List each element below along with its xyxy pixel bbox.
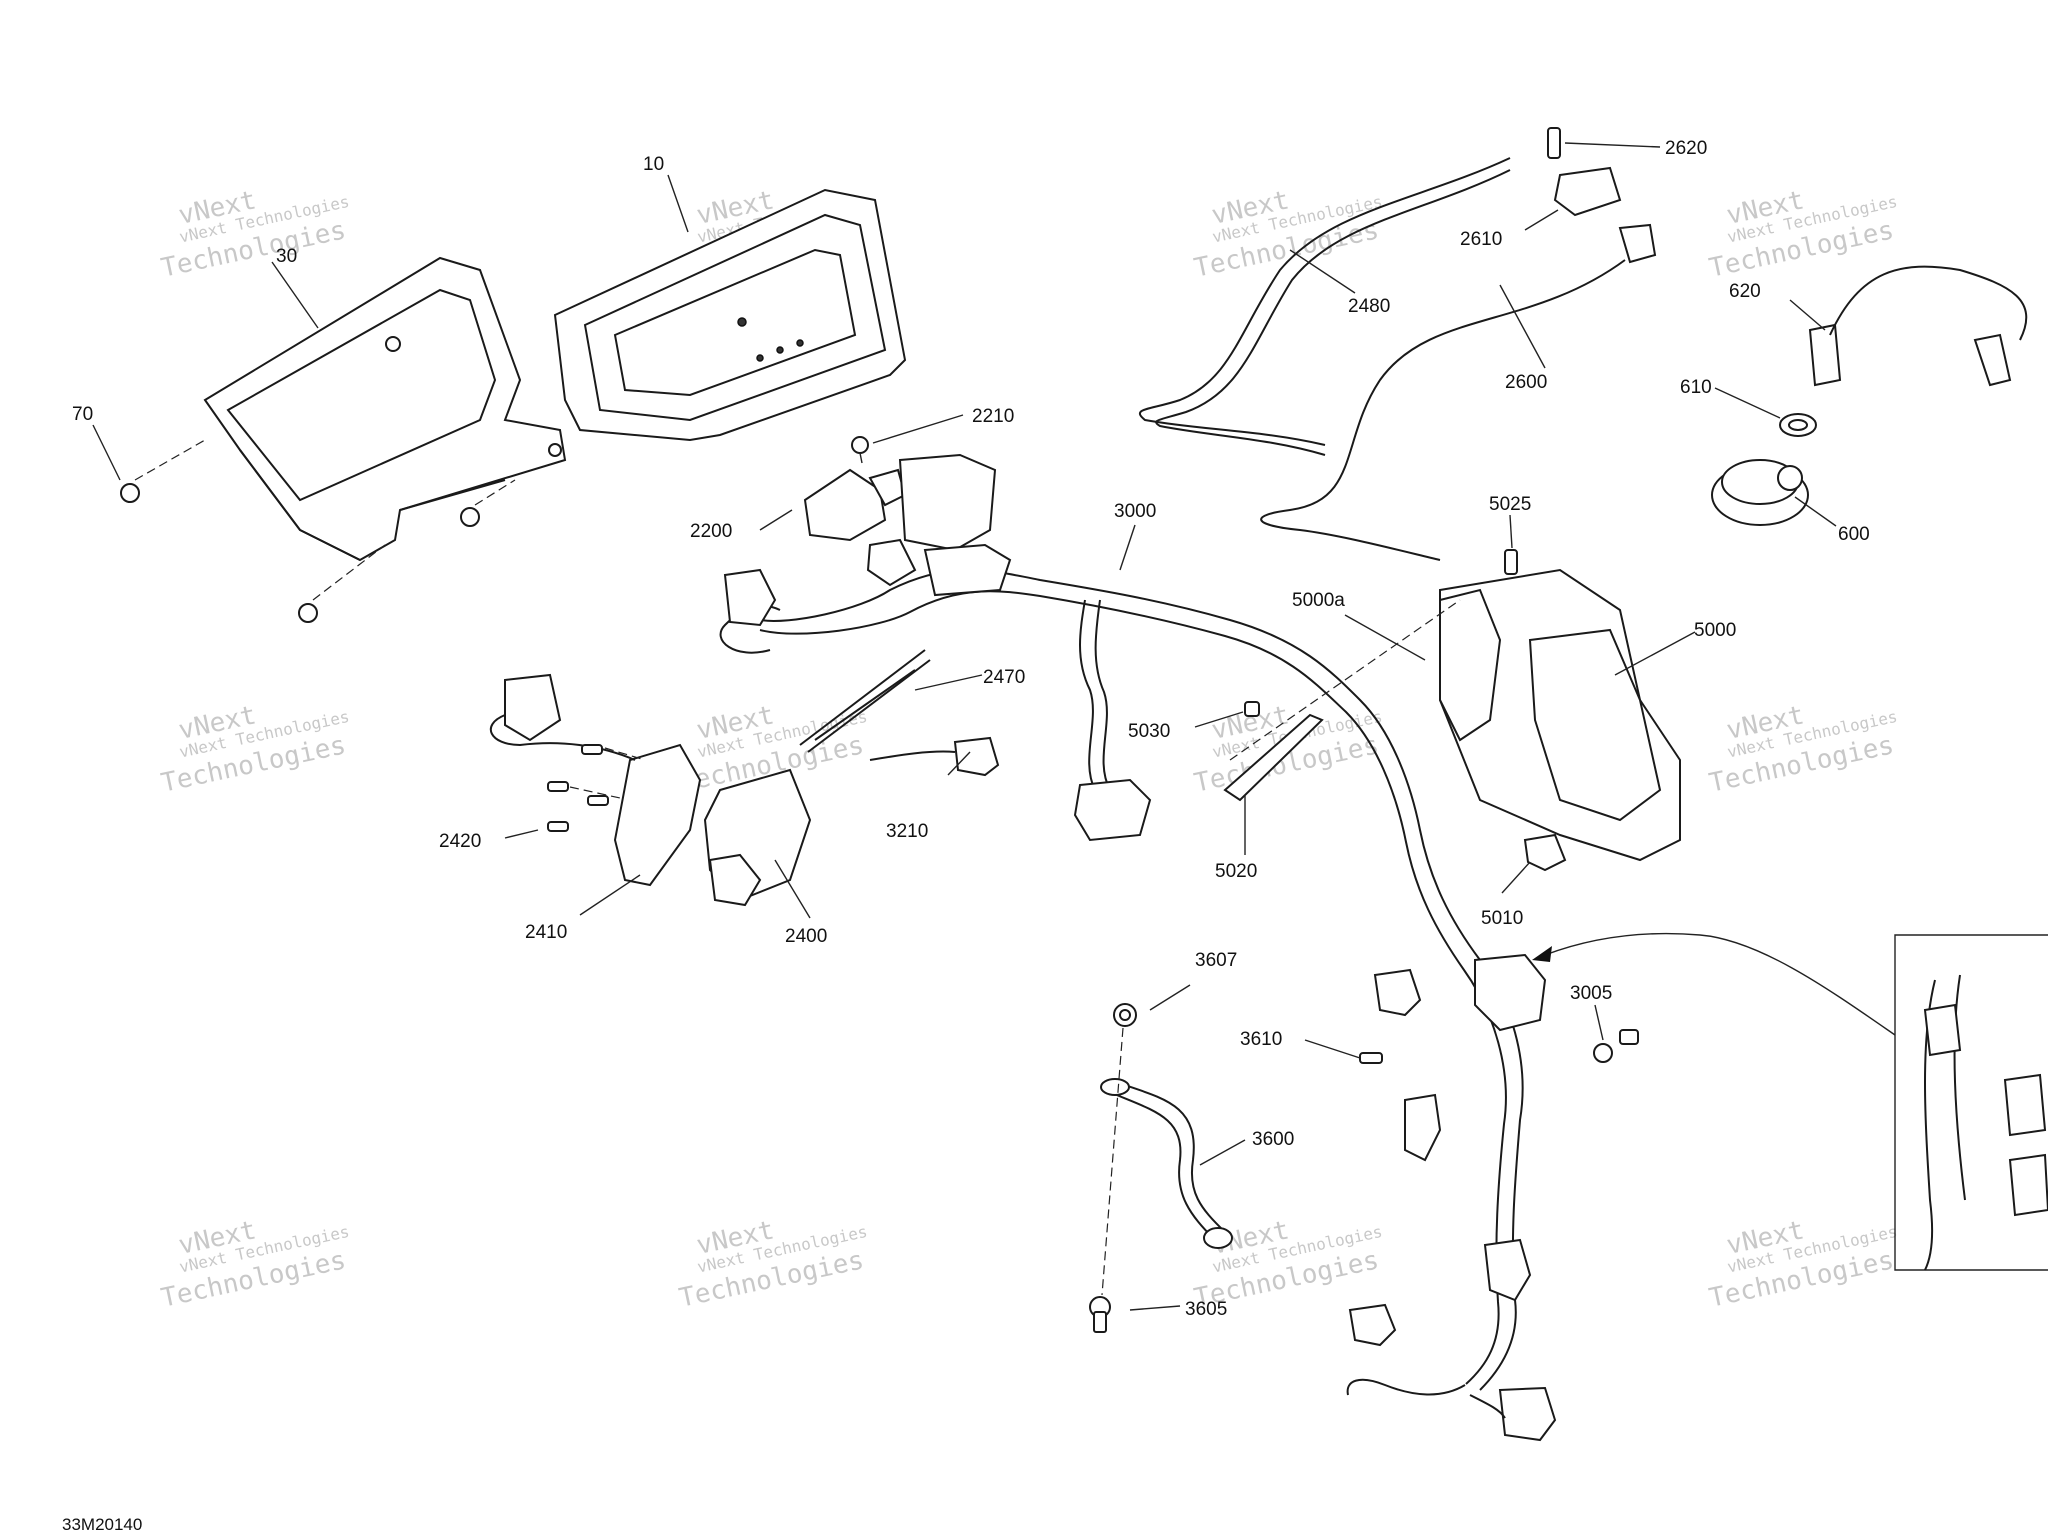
label-2600: 2600 xyxy=(1505,372,1547,393)
label-5010: 5010 xyxy=(1481,908,1523,929)
watermark: vNext vNext Technologies Technologies xyxy=(677,1215,869,1313)
watermark: vNext vNext Technologies Technologies xyxy=(1707,185,1899,283)
part-2210-screw xyxy=(851,436,869,464)
part-2200-connector xyxy=(803,468,907,542)
watermark: vNext vNext Technologies Technologies xyxy=(1707,700,1899,798)
label-2420: 2420 xyxy=(439,831,481,852)
label-3600: 3600 xyxy=(1252,1129,1294,1150)
watermark: vNext vNext Technologies Technologies xyxy=(1192,185,1384,283)
label-2480: 2480 xyxy=(1348,296,1390,317)
part-10-display xyxy=(553,188,907,442)
label-2610: 2610 xyxy=(1460,229,1502,250)
label-5000: 5000 xyxy=(1694,620,1736,641)
part-600-switch xyxy=(1711,459,1809,526)
screw-70 xyxy=(460,507,480,527)
part-620-coiled-cord xyxy=(1808,265,2028,387)
screw-70 xyxy=(298,603,318,623)
part-2420-pins xyxy=(547,744,609,832)
part-2610-module xyxy=(1553,166,1622,217)
part-2400-switch xyxy=(703,768,812,907)
part-3605-bolt xyxy=(1089,1296,1111,1333)
part-5025-screw xyxy=(1504,549,1518,575)
diagram-code: 33M20140 xyxy=(62,1515,142,1534)
label-3210: 3210 xyxy=(886,821,928,842)
label-3000: 3000 xyxy=(1114,501,1156,522)
label-70: 70 xyxy=(72,404,93,425)
part-3210-connector xyxy=(869,736,1000,777)
part-2600-antenna xyxy=(1260,223,1657,561)
part-5000-ecu xyxy=(1439,568,1681,862)
watermark: vNext vNext Technologies Technologies xyxy=(159,1215,351,1313)
label-2200: 2200 xyxy=(690,521,732,542)
part-5010-clip xyxy=(1523,833,1567,872)
part-2410-switch xyxy=(490,673,702,887)
part-5020-bracket xyxy=(1223,713,1324,802)
part-3607-nut xyxy=(1113,1003,1137,1027)
label-3610: 3610 xyxy=(1240,1029,1282,1050)
label-2210: 2210 xyxy=(972,406,1014,427)
watermark: vNext vNext Technologies Technologies xyxy=(1192,1215,1384,1313)
detail-inset xyxy=(1532,932,2048,1271)
screw-70-group xyxy=(120,483,480,623)
part-3600-ground-cable xyxy=(1100,1078,1233,1249)
part-30-bracket xyxy=(203,256,567,562)
screw-70 xyxy=(120,483,140,503)
part-5030-screw xyxy=(1244,701,1260,717)
part-2470-cable-tie xyxy=(799,649,931,753)
part-3005-fasteners xyxy=(1593,1029,1639,1063)
label-3605: 3605 xyxy=(1185,1299,1227,1320)
label-610: 610 xyxy=(1680,377,1712,398)
label-5020: 5020 xyxy=(1215,861,1257,882)
leader-lines xyxy=(92,142,1837,1311)
part-2620-screw xyxy=(1547,127,1561,159)
part-labels: 10 30 70 2200 2210 3000 2470 3210 2420 2… xyxy=(72,138,1870,1320)
label-620: 620 xyxy=(1729,281,1761,302)
label-3005: 3005 xyxy=(1570,983,1612,1004)
label-30: 30 xyxy=(276,246,297,267)
watermark: vNext vNext Technologies Technologies xyxy=(1707,1215,1899,1313)
label-5025: 5025 xyxy=(1489,494,1531,515)
label-2620: 2620 xyxy=(1665,138,1707,159)
watermark: vNext vNext Technologies Technologies xyxy=(159,185,351,283)
part-3610-screw xyxy=(1359,1052,1383,1064)
part-3000-harness xyxy=(719,453,1557,1442)
label-5030: 5030 xyxy=(1128,721,1170,742)
part-610-ring xyxy=(1779,413,1817,437)
part-2480-hose xyxy=(1138,157,1511,456)
label-600: 600 xyxy=(1838,524,1870,545)
label-5000a: 5000a xyxy=(1292,590,1345,611)
label-2400: 2400 xyxy=(785,926,827,947)
label-2470: 2470 xyxy=(983,667,1025,688)
label-3607: 3607 xyxy=(1195,950,1237,971)
label-10: 10 xyxy=(643,154,664,175)
label-2410: 2410 xyxy=(525,922,567,943)
watermark: vNext vNext Technologies Technologies xyxy=(159,700,351,798)
